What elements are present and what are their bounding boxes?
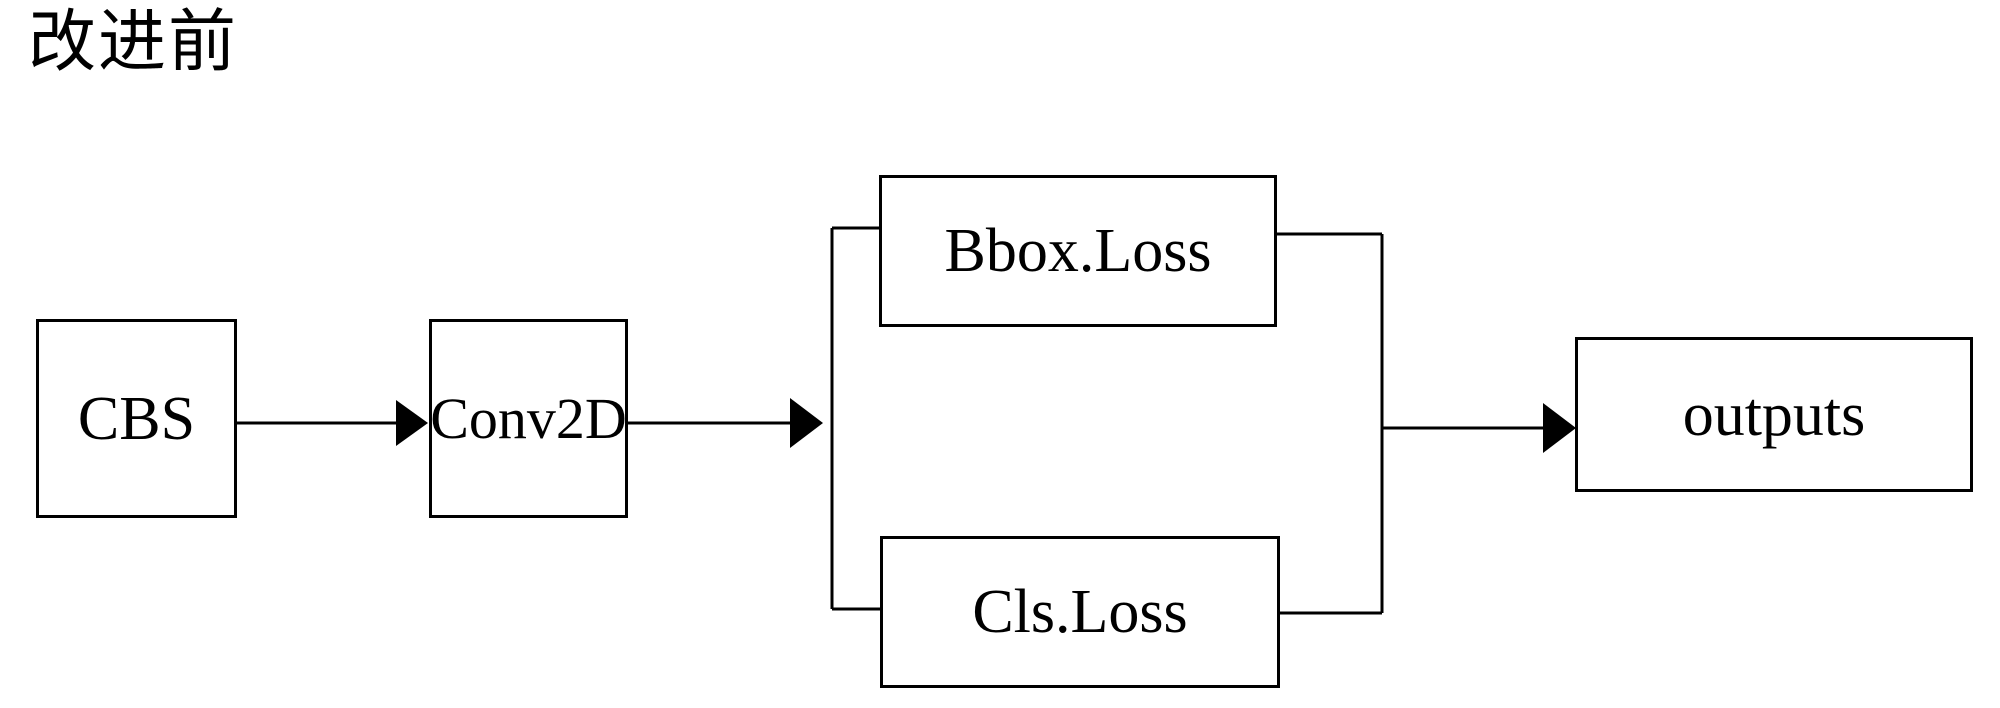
node-cls-loss-label: Cls.Loss [972, 578, 1188, 646]
arrowhead-merge-to-outputs [1543, 403, 1576, 453]
arrowhead-cbs-to-conv2d [396, 400, 428, 446]
node-conv2d[interactable]: Conv2D [429, 319, 628, 518]
node-bbox-loss-label: Bbox.Loss [944, 217, 1212, 285]
node-outputs-label: outputs [1682, 380, 1866, 449]
node-outputs[interactable]: outputs [1575, 337, 1973, 492]
node-cbs[interactable]: CBS [36, 319, 237, 518]
node-cls-loss[interactable]: Cls.Loss [880, 536, 1280, 688]
node-bbox-loss[interactable]: Bbox.Loss [879, 175, 1277, 327]
node-cbs-label: CBS [77, 384, 196, 453]
node-conv2d-label: Conv2D [430, 385, 627, 451]
arrowhead-conv2d-to-split [790, 398, 823, 448]
page-title: 改进前 [28, 3, 239, 82]
